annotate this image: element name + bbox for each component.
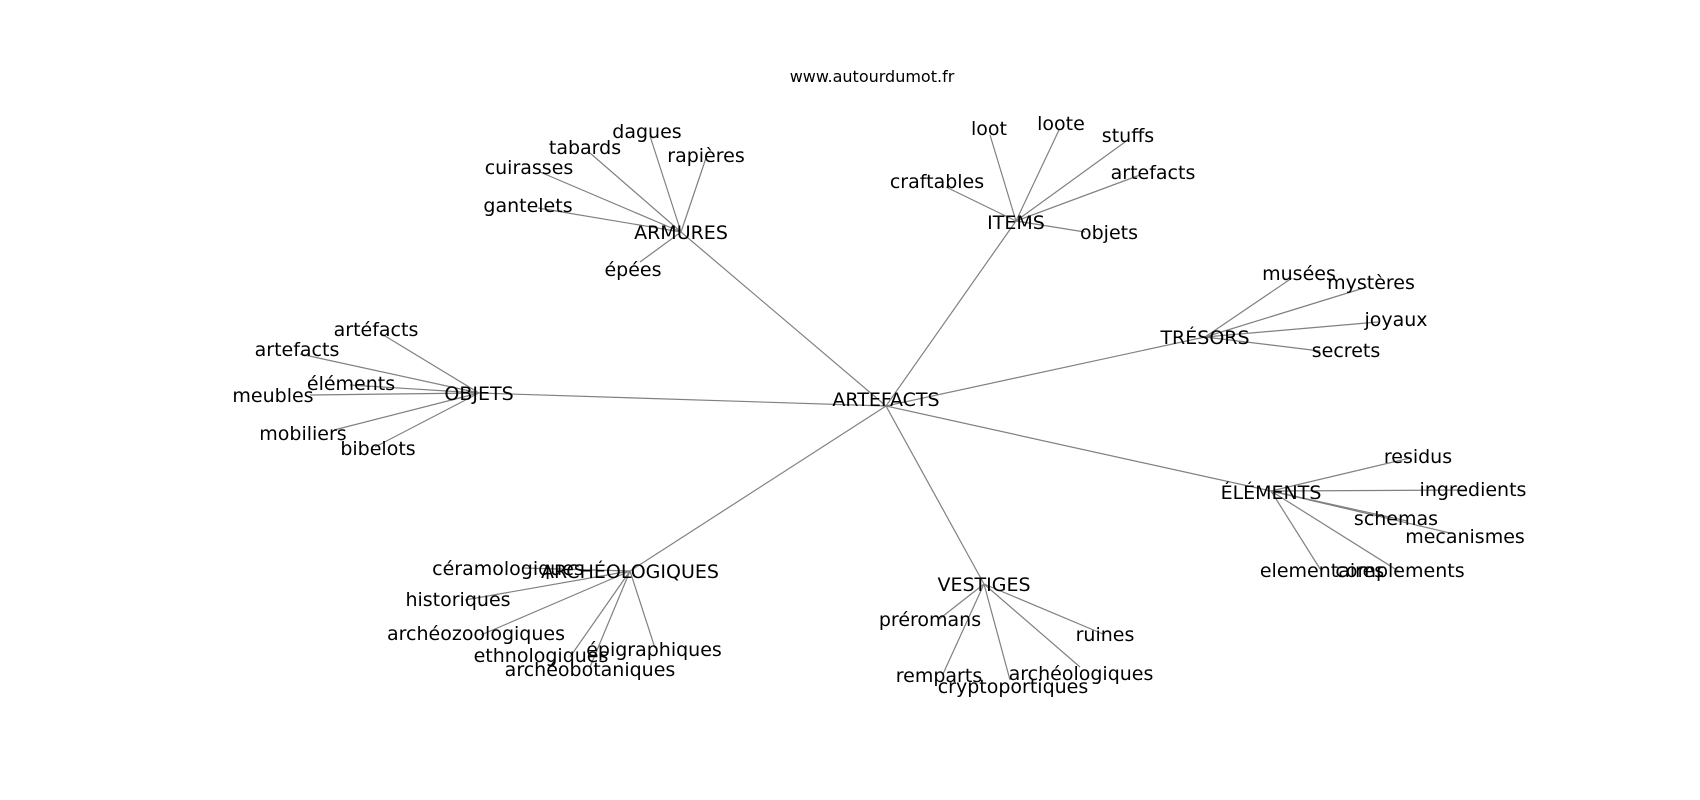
leaf-node-loote: loote xyxy=(1037,113,1085,135)
edge-objets-artefacts xyxy=(379,332,480,394)
graph-labels: www.autourdumot.fr daguestabardscuirasse… xyxy=(232,67,1526,698)
leaf-node-secrets: secrets xyxy=(1312,340,1380,362)
leaf-node-schemas: schemas xyxy=(1354,508,1438,530)
leaf-node-cryptoportiques: cryptoportiques xyxy=(938,676,1089,698)
edge-tresors-mysteres xyxy=(1204,286,1368,338)
leaf-node-ingredients: ingredients xyxy=(1420,479,1527,501)
edge-archeologiques-archeobotaniques xyxy=(589,570,631,668)
group-node-vestiges: VESTIGES xyxy=(937,574,1030,596)
leaf-node-remparts: remparts xyxy=(896,665,982,687)
group-node-elements: ÉLÉMENTS xyxy=(1221,481,1322,504)
root-node-label: ARTEFACTS xyxy=(832,389,939,411)
leaf-node-archeologiques: archéologiques xyxy=(1009,663,1154,685)
graph-edges xyxy=(299,129,1466,681)
edge-armures-cuirasses xyxy=(539,171,682,233)
edge-items-objets xyxy=(1015,220,1086,233)
group-node-armures: ARMURES xyxy=(634,222,728,244)
leaf-node-rapieres: rapières xyxy=(667,145,744,167)
edge-root-archeologiques xyxy=(629,405,887,572)
leaf-node-musees: musées xyxy=(1262,263,1336,285)
leaf-node-ethnologiques: ethnologiques xyxy=(474,645,609,667)
edge-tresors-musees xyxy=(1204,277,1293,338)
site-watermark: www.autourdumot.fr xyxy=(790,67,955,86)
edge-items-artefacts xyxy=(1015,174,1141,222)
edge-archeologiques-ethnologiques xyxy=(569,570,631,658)
edge-root-elements xyxy=(885,405,1272,492)
leaf-node-stuffs: stuffs xyxy=(1102,125,1154,147)
edge-armures-epees xyxy=(639,231,682,263)
edge-elements-residus xyxy=(1270,457,1411,492)
edge-armures-tabards xyxy=(589,152,682,233)
leaf-node-archeozoologiques: archéozoologiques xyxy=(387,623,565,645)
edge-root-vestiges xyxy=(885,405,985,585)
edge-objets-artefacts xyxy=(299,353,480,394)
leaf-node-meubles: meubles xyxy=(232,385,313,407)
edge-items-craftables xyxy=(945,186,1017,222)
leaf-node-artefacts: artefacts xyxy=(1111,162,1196,184)
leaf-node-archeobotaniques: archéobotaniques xyxy=(505,659,676,681)
leaf-node-objets: objets xyxy=(1080,222,1138,244)
edge-armures-rapieres xyxy=(680,157,707,233)
leaf-node-elements: éléments xyxy=(307,373,395,395)
edge-elements-ingredients xyxy=(1270,489,1466,492)
edge-objets-bibelots xyxy=(374,392,480,448)
edge-items-loot xyxy=(989,134,1017,222)
leaf-node-mysteres: mystères xyxy=(1327,272,1415,294)
group-node-archeologiques: ARCHÉOLOGIQUES xyxy=(541,560,719,583)
leaf-node-loot: loot xyxy=(971,118,1007,140)
leaf-node-historiques: historiques xyxy=(405,589,510,611)
leaf-node-epees: épées xyxy=(604,259,661,281)
group-node-tresors: TRÉSORS xyxy=(1159,326,1249,349)
edge-vestiges-ruines xyxy=(983,583,1104,635)
leaf-node-elementaires: elementaires xyxy=(1260,560,1384,582)
edge-elements-complements xyxy=(1270,490,1401,573)
edge-vestiges-remparts xyxy=(942,583,985,675)
leaf-node-complements: complements xyxy=(1335,560,1464,582)
edge-archeologiques-ceramologiques xyxy=(522,567,631,572)
edge-objets-meubles xyxy=(309,392,480,396)
leaf-node-artefacts: artéfacts xyxy=(334,319,419,341)
edge-root-tresors xyxy=(885,336,1206,407)
edge-vestiges-cryptoportiques xyxy=(983,583,1011,681)
edge-objets-mobiliers xyxy=(333,392,480,431)
edge-root-items xyxy=(885,220,1017,407)
edge-root-armures xyxy=(680,231,887,407)
edge-archeologiques-archeozoologiques xyxy=(480,570,631,636)
edge-tresors-joyaux xyxy=(1204,321,1379,338)
edge-vestiges-preromans xyxy=(937,583,985,621)
edge-items-loote xyxy=(1015,129,1060,222)
edge-elements-elementaires xyxy=(1270,490,1323,573)
edge-items-stuffs xyxy=(1015,141,1126,222)
leaf-node-craftables: craftables xyxy=(890,171,984,193)
edge-tresors-secrets xyxy=(1204,336,1321,352)
edge-archeologiques-historiques xyxy=(464,570,631,601)
edge-armures-dagues xyxy=(649,135,682,233)
group-node-objets: OBJETS xyxy=(444,383,513,405)
leaf-node-bibelots: bibelots xyxy=(340,438,415,460)
leaf-node-residus: residus xyxy=(1384,446,1452,468)
leaf-node-preromans: préromans xyxy=(879,609,981,631)
leaf-node-mecanismes: mecanismes xyxy=(1405,526,1525,548)
leaf-node-joyaux: joyaux xyxy=(1363,309,1427,331)
edge-elements-mecanismes xyxy=(1270,490,1451,534)
leaf-node-artefacts: artefacts xyxy=(255,339,340,361)
leaf-node-gantelets: gantelets xyxy=(483,195,572,217)
edge-vestiges-archeologiques xyxy=(983,583,1081,668)
edge-armures-gantelets xyxy=(537,207,682,233)
leaf-node-ruines: ruines xyxy=(1076,624,1135,646)
leaf-node-ceramologiques: céramologiques xyxy=(432,558,584,580)
leaf-node-epigraphiques: épigraphiques xyxy=(586,639,722,661)
edge-archeologiques-epigraphiques xyxy=(629,570,656,649)
leaf-node-dagues: dagues xyxy=(612,121,681,143)
edge-objets-elements xyxy=(349,384,480,394)
group-node-items: ITEMS xyxy=(987,212,1045,234)
leaf-node-mobiliers: mobiliers xyxy=(259,423,346,445)
leaf-node-cuirasses: cuirasses xyxy=(485,157,574,179)
edge-root-objets xyxy=(478,392,887,407)
leaf-node-tabards: tabards xyxy=(549,137,621,159)
